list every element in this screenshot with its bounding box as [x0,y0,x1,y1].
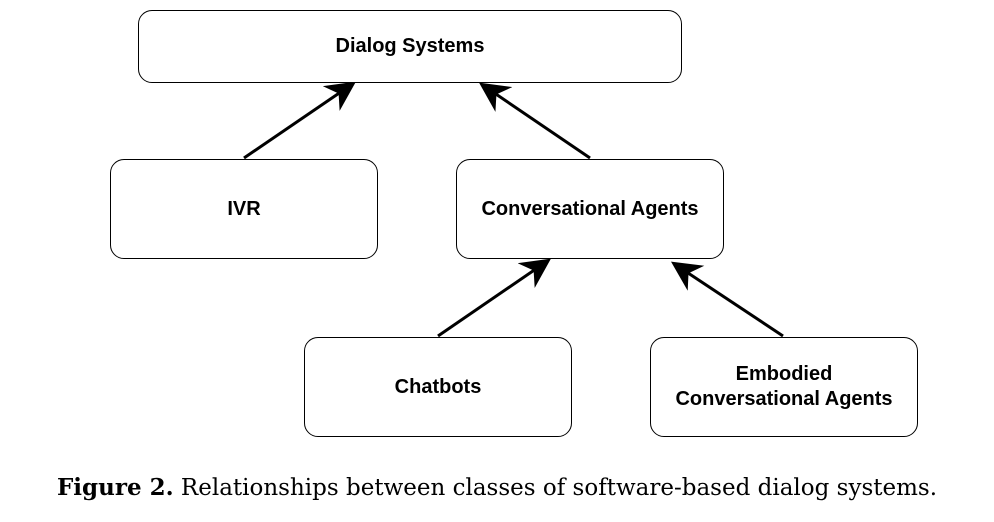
node-label-dialog-systems: Dialog Systems [335,35,485,57]
caption-label: Figure 2. [56,474,174,501]
edge-conversational-agents-to-dialog-systems [479,82,591,160]
edge-chatbots-to-conversational-agents [437,258,551,338]
node-conversational-agents: Conversational Agents [456,159,724,259]
node-label-embodied-line1: Embodied [735,363,833,385]
dialog-systems-diagram: Dialog Systems IVR Conversational Agents… [110,10,918,437]
edge-ivr-to-dialog-systems [243,81,356,160]
node-label-embodied: Embodied Conversational Agents [675,362,892,412]
caption-text: Relationships between classes of softwar… [173,475,938,501]
node-label-conversational-agents: Conversational Agents [481,197,699,220]
edge-embodied-to-conversational-agents [671,261,784,338]
node-ivr: IVR [110,159,378,259]
node-chatbots: Chatbots [304,337,572,437]
diagram-edges [243,81,784,338]
node-label-embodied-line2: Conversational Agents [675,388,893,410]
figure-caption: Figure 2. Relationships between classes … [0,474,994,501]
node-dialog-systems: Dialog Systems [138,10,682,83]
node-label-chatbots: Chatbots [394,375,482,398]
node-label-ivr: IVR [227,197,261,220]
node-embodied-conversational-agents: Embodied Conversational Agents [650,337,918,437]
